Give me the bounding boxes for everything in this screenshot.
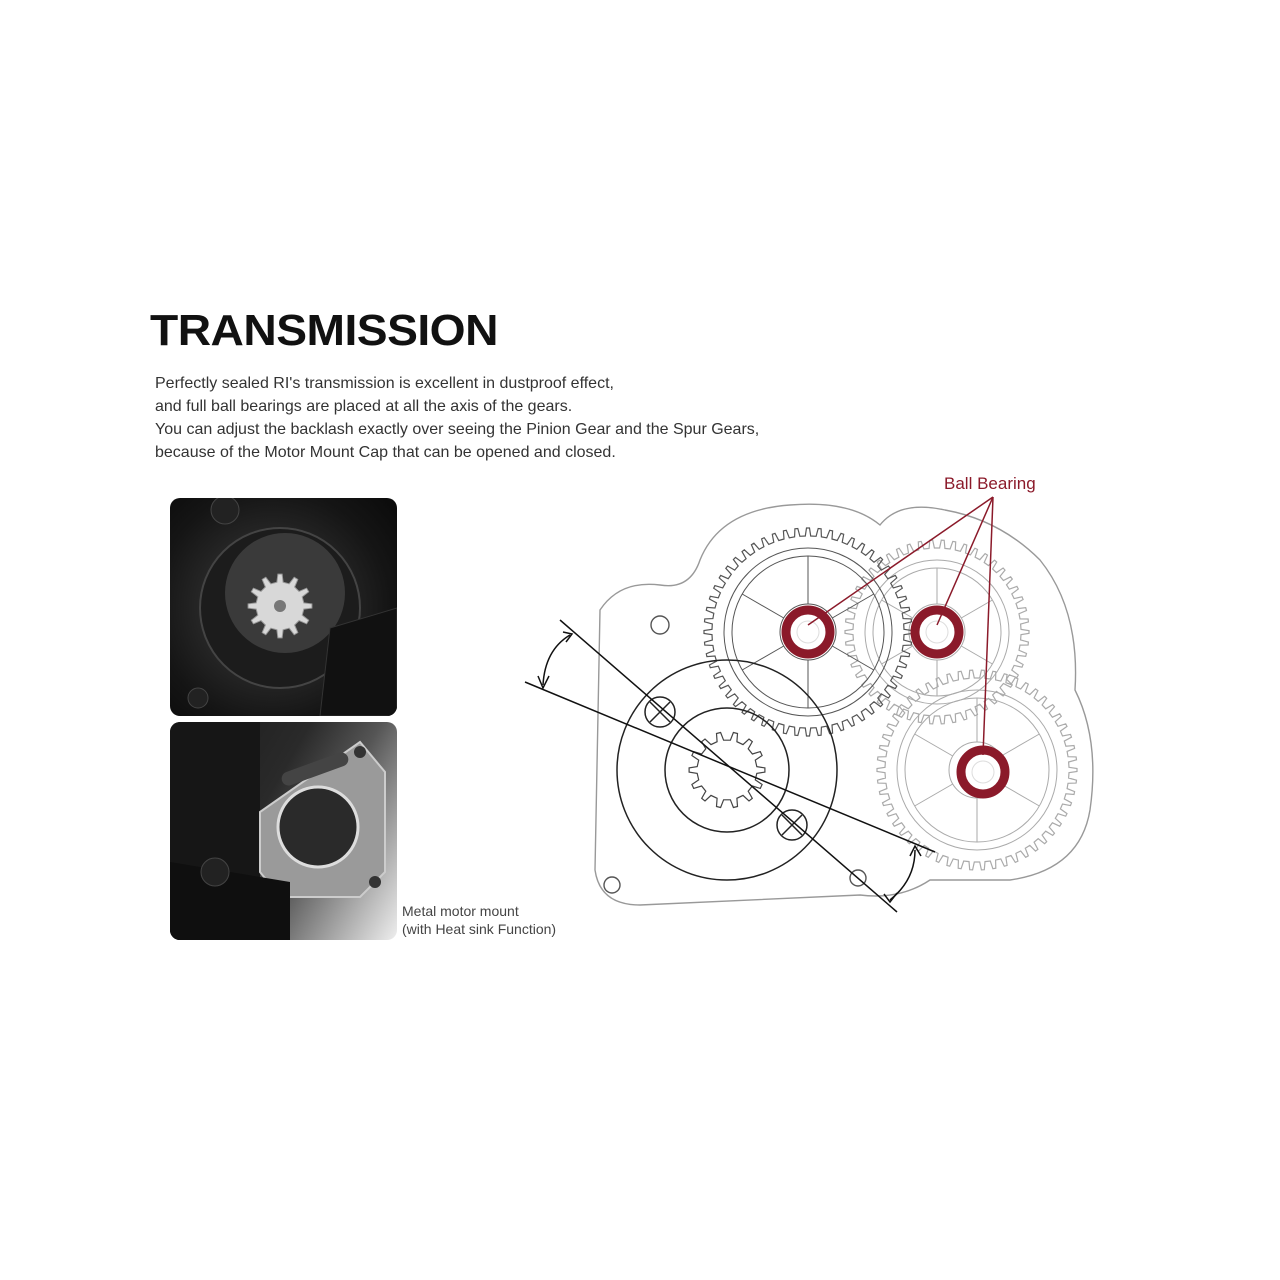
main-spur-gear-spoke xyxy=(741,645,785,671)
callout-lines xyxy=(807,496,994,756)
spur-gear-upper-right-spoke xyxy=(960,599,993,619)
page-title: TRANSMISSION xyxy=(150,306,498,355)
spur-gear-lower-right-spoke xyxy=(914,733,954,757)
pinion-gear-illustration xyxy=(187,498,397,716)
spur-gear-upper-right-ring xyxy=(864,559,1010,705)
main-spur-gear xyxy=(703,527,913,737)
spur-gear-lower-right-spoke xyxy=(1000,733,1040,757)
housing-outline xyxy=(594,503,1094,906)
main-spur-gear-spoke xyxy=(831,593,875,619)
ball-bearings xyxy=(781,605,1010,799)
photo-caption: Metal motor mount (with Heat sink Functi… xyxy=(402,902,556,938)
gear-train xyxy=(688,527,1078,871)
motor-mount xyxy=(616,659,838,881)
spur-gear-lower-right-spoke xyxy=(1000,783,1040,807)
spur-gear-lower-right xyxy=(876,669,1078,871)
description: Perfectly sealed RI's transmission is ex… xyxy=(155,372,915,464)
pinion-gear-photo xyxy=(170,498,397,716)
caption-line: Metal motor mount xyxy=(402,903,519,919)
motor-mount-photo xyxy=(170,722,397,940)
backlash-adjust-lines xyxy=(524,619,936,913)
spur-gear-upper-right xyxy=(844,539,1030,725)
description-line: because of the Motor Mount Cap that can … xyxy=(155,444,616,461)
main-spur-gear-spoke xyxy=(831,645,875,671)
ball-bearing-icon xyxy=(796,620,820,644)
description-line: Perfectly sealed RI's transmission is ex… xyxy=(155,375,614,392)
ball-bearing-label: Ball Bearing xyxy=(944,474,1036,493)
spur-gear-lower-right-ring xyxy=(896,689,1058,851)
spur-gear-lower-right-spoke xyxy=(914,783,954,807)
description-line: and full ball bearings are placed at all… xyxy=(155,398,573,415)
pinion-gear xyxy=(688,731,766,809)
rotation-arrow-upper xyxy=(542,634,571,686)
description-line: You can adjust the backlash exactly over… xyxy=(155,421,760,438)
main-spur-gear-spoke xyxy=(741,593,785,619)
ball-bearing-icon xyxy=(971,760,995,784)
ball-bearing-icon xyxy=(925,620,949,644)
main-spur-gear-ring xyxy=(723,547,893,717)
motor-mount-illustration xyxy=(170,722,386,940)
caption-line: (with Heat sink Function) xyxy=(402,921,557,937)
